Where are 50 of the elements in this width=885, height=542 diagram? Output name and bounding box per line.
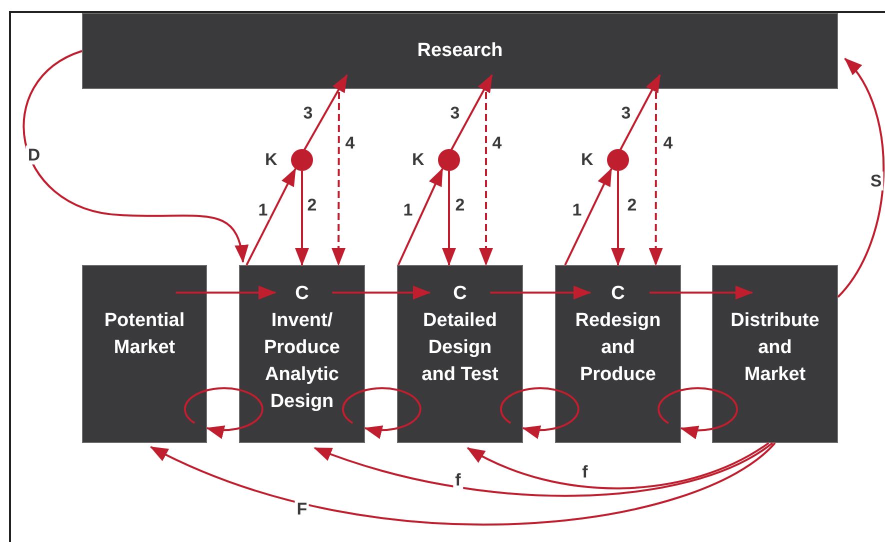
arrow xyxy=(295,171,309,266)
process-box xyxy=(239,265,365,443)
loop-arrow xyxy=(500,387,580,438)
arrow xyxy=(490,286,592,300)
arrow xyxy=(246,168,296,266)
node-label: Research xyxy=(416,39,504,63)
node-label: Potential Market xyxy=(103,309,186,360)
edge-label: 1 xyxy=(256,200,270,220)
node-label: Invent/ Produce Analytic Design xyxy=(262,309,342,414)
loop-arrow xyxy=(342,387,422,438)
arrow xyxy=(466,442,770,490)
arrow xyxy=(332,286,431,300)
arrow xyxy=(314,442,774,497)
process-box xyxy=(712,265,838,443)
circle-label: K xyxy=(412,150,424,170)
edge-label: f xyxy=(453,470,463,490)
process-box xyxy=(555,265,681,443)
dashed-arrow xyxy=(332,92,346,266)
stage-marker: C xyxy=(452,282,468,306)
arrow xyxy=(611,171,625,266)
knowledge-dot xyxy=(291,149,313,171)
process-box xyxy=(397,265,523,443)
arrow xyxy=(150,442,776,526)
knowledge-dot xyxy=(607,149,629,171)
dashed-arrow xyxy=(648,92,663,266)
arrow xyxy=(397,168,444,266)
arrow xyxy=(650,286,754,300)
arrow xyxy=(176,286,276,300)
loop-arrow xyxy=(184,387,264,438)
circle-label: K xyxy=(265,150,278,170)
stage-marker: C xyxy=(610,282,626,306)
arrow xyxy=(22,50,248,263)
edge-label: S xyxy=(868,172,884,190)
arrow xyxy=(303,74,348,151)
arrow xyxy=(619,74,661,151)
arrow xyxy=(450,74,493,151)
loop-arrow xyxy=(658,387,738,439)
knowledge-dot xyxy=(438,149,460,171)
dashed-arrow xyxy=(479,92,493,266)
arrow xyxy=(564,168,612,266)
node-label: Detailed Design and Test xyxy=(420,309,500,387)
node-label: Distribute and Market xyxy=(730,309,820,387)
arrow xyxy=(837,58,884,298)
research-bar xyxy=(82,13,838,89)
stage-marker: C xyxy=(294,282,310,306)
arrow xyxy=(442,171,456,266)
circle-label: K xyxy=(581,150,594,170)
edge-label: D xyxy=(26,146,42,164)
node-label: Redesign and Produce xyxy=(574,309,662,387)
process-box xyxy=(82,265,207,443)
